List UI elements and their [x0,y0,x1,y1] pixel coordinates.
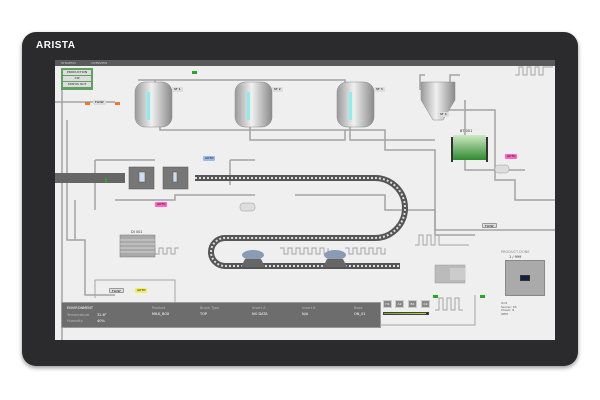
product-done-title: PRODUCT DONE [501,250,530,254]
status-line: Check: 8 [501,308,515,313]
tank-label: ST 3 [374,87,385,92]
info-label: Insert A [252,306,266,310]
product-done-value: 1 / 999 [509,255,522,259]
tank-label: ST 2 [272,87,283,92]
a2-button[interactable]: A2 [395,300,404,308]
title-bar: STRATEGY OVERVIEW [55,60,555,66]
info-value: NO DATA [252,312,268,316]
tank-3 [336,81,375,128]
mode-menu: PRODUCTION CIP STATUS OUT [61,68,93,90]
info-value: MILK_BOX [152,312,170,316]
valves [85,71,485,298]
b1-button[interactable]: B1 [408,300,417,308]
progress-bar [383,312,429,315]
info-panel: ENVIRONMENT Temperature 32.6° Humidity 4… [61,302,381,328]
info-value: TOP [200,312,208,316]
heat-exchanger [451,135,488,162]
status-line: OEM [501,311,508,316]
flow-label: FLOW [109,288,124,293]
info-value: ON_01 [354,312,366,316]
heat-exchanger-label: BT 001 [460,129,473,133]
hmi-screen: STRATEGY OVERVIEW PRODUCTION CIP STATUS [55,60,555,340]
auto-badge: AUTO [155,202,168,207]
env-title: ENVIRONMENT [67,306,94,310]
flow-label: FLOW [93,100,106,105]
tank-2 [234,81,273,128]
info-label: Brush Type [200,306,220,310]
tank-label: ST 1 [172,87,183,92]
humidity-label: Humidity [67,319,83,323]
pipes [55,66,555,340]
auto-badge: AUTO [135,288,148,293]
hopper [420,81,456,121]
menu-production[interactable]: PRODUCTION [63,70,91,75]
info-label: Base [354,306,363,310]
c2-button[interactable]: C2 [421,300,430,308]
separator-2 [323,250,347,267]
diverter-units [128,166,189,190]
temp-value: 32.6° [97,313,107,317]
title-item[interactable]: STRATEGY [61,61,77,65]
info-label: Insert B [302,306,316,310]
hopper-label: ST 4 [438,112,449,117]
status-line: Server: 03 [501,304,517,309]
dryer [119,234,156,258]
menu-status-out[interactable]: STATUS OUT [63,82,91,87]
menu-cip[interactable]: CIP [63,76,91,81]
brand-logo: ARISTA [36,40,76,51]
status-line: Unit [501,301,508,305]
pump [239,164,510,212]
progress-fill [384,313,426,314]
dryer-label: DI 001 [131,230,143,234]
status-readout: Unit Server: 03 Check: 8 OEM [501,301,517,316]
auto-badge: AUTO [505,154,518,159]
temp-label: Temperature [67,313,90,317]
auto-badge: AUTO [203,156,216,161]
flow-label: FLOW [482,223,497,228]
h1-button[interactable]: H1 [383,300,392,308]
info-label: Product [152,306,166,310]
conveyor [55,173,408,269]
humidity-value: 40% [97,319,105,323]
separator-1 [241,250,265,267]
process-diagram [55,66,555,340]
product-done-unit [505,260,545,296]
filler-head [434,264,466,284]
title-item[interactable]: OVERVIEW [91,61,108,65]
tank-1 [134,81,173,128]
info-value: N/A [302,312,309,316]
